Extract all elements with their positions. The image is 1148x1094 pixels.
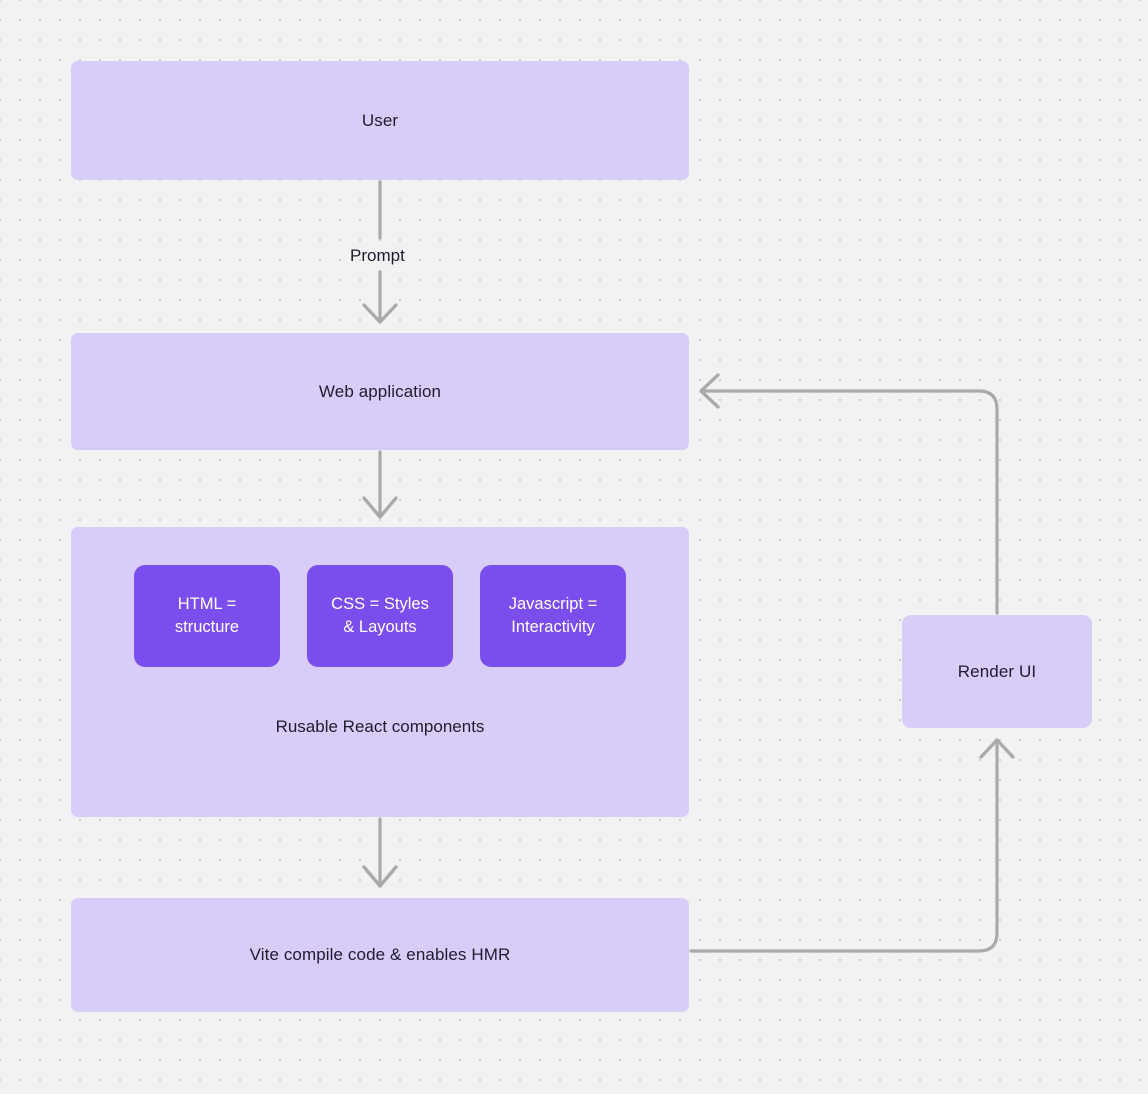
chip-javascript-label: Javascript = Interactivity	[508, 594, 598, 636]
node-user[interactable]: User	[71, 61, 689, 180]
node-render-ui[interactable]: Render UI	[902, 615, 1092, 728]
chip-html[interactable]: HTML = structure	[134, 565, 280, 667]
chip-row: HTML = structure CSS = Styles & Layouts …	[71, 565, 689, 667]
edge-vite-to-render	[689, 738, 1015, 953]
edge-components-to-vite	[362, 817, 398, 888]
node-render-ui-label: Render UI	[957, 661, 1037, 681]
edge-render-to-webapp	[699, 373, 999, 615]
node-vite-label: Vite compile code & enables HMR	[249, 945, 511, 965]
node-vite[interactable]: Vite compile code & enables HMR	[71, 898, 689, 1012]
chip-css-label: CSS = Styles & Layouts	[331, 594, 429, 636]
chip-css[interactable]: CSS = Styles & Layouts	[307, 565, 453, 667]
node-web-application-label: Web application	[318, 381, 442, 401]
node-react-components-caption: Rusable React components	[275, 717, 485, 736]
node-web-application[interactable]: Web application	[71, 333, 689, 450]
edge-label-prompt: Prompt	[350, 246, 405, 265]
node-user-label: User	[361, 110, 399, 130]
node-react-components[interactable]: HTML = structure CSS = Styles & Layouts …	[71, 527, 689, 817]
edge-webapp-to-components	[362, 450, 398, 519]
chip-javascript[interactable]: Javascript = Interactivity	[480, 565, 626, 667]
chip-html-label: HTML = structure	[174, 594, 240, 636]
